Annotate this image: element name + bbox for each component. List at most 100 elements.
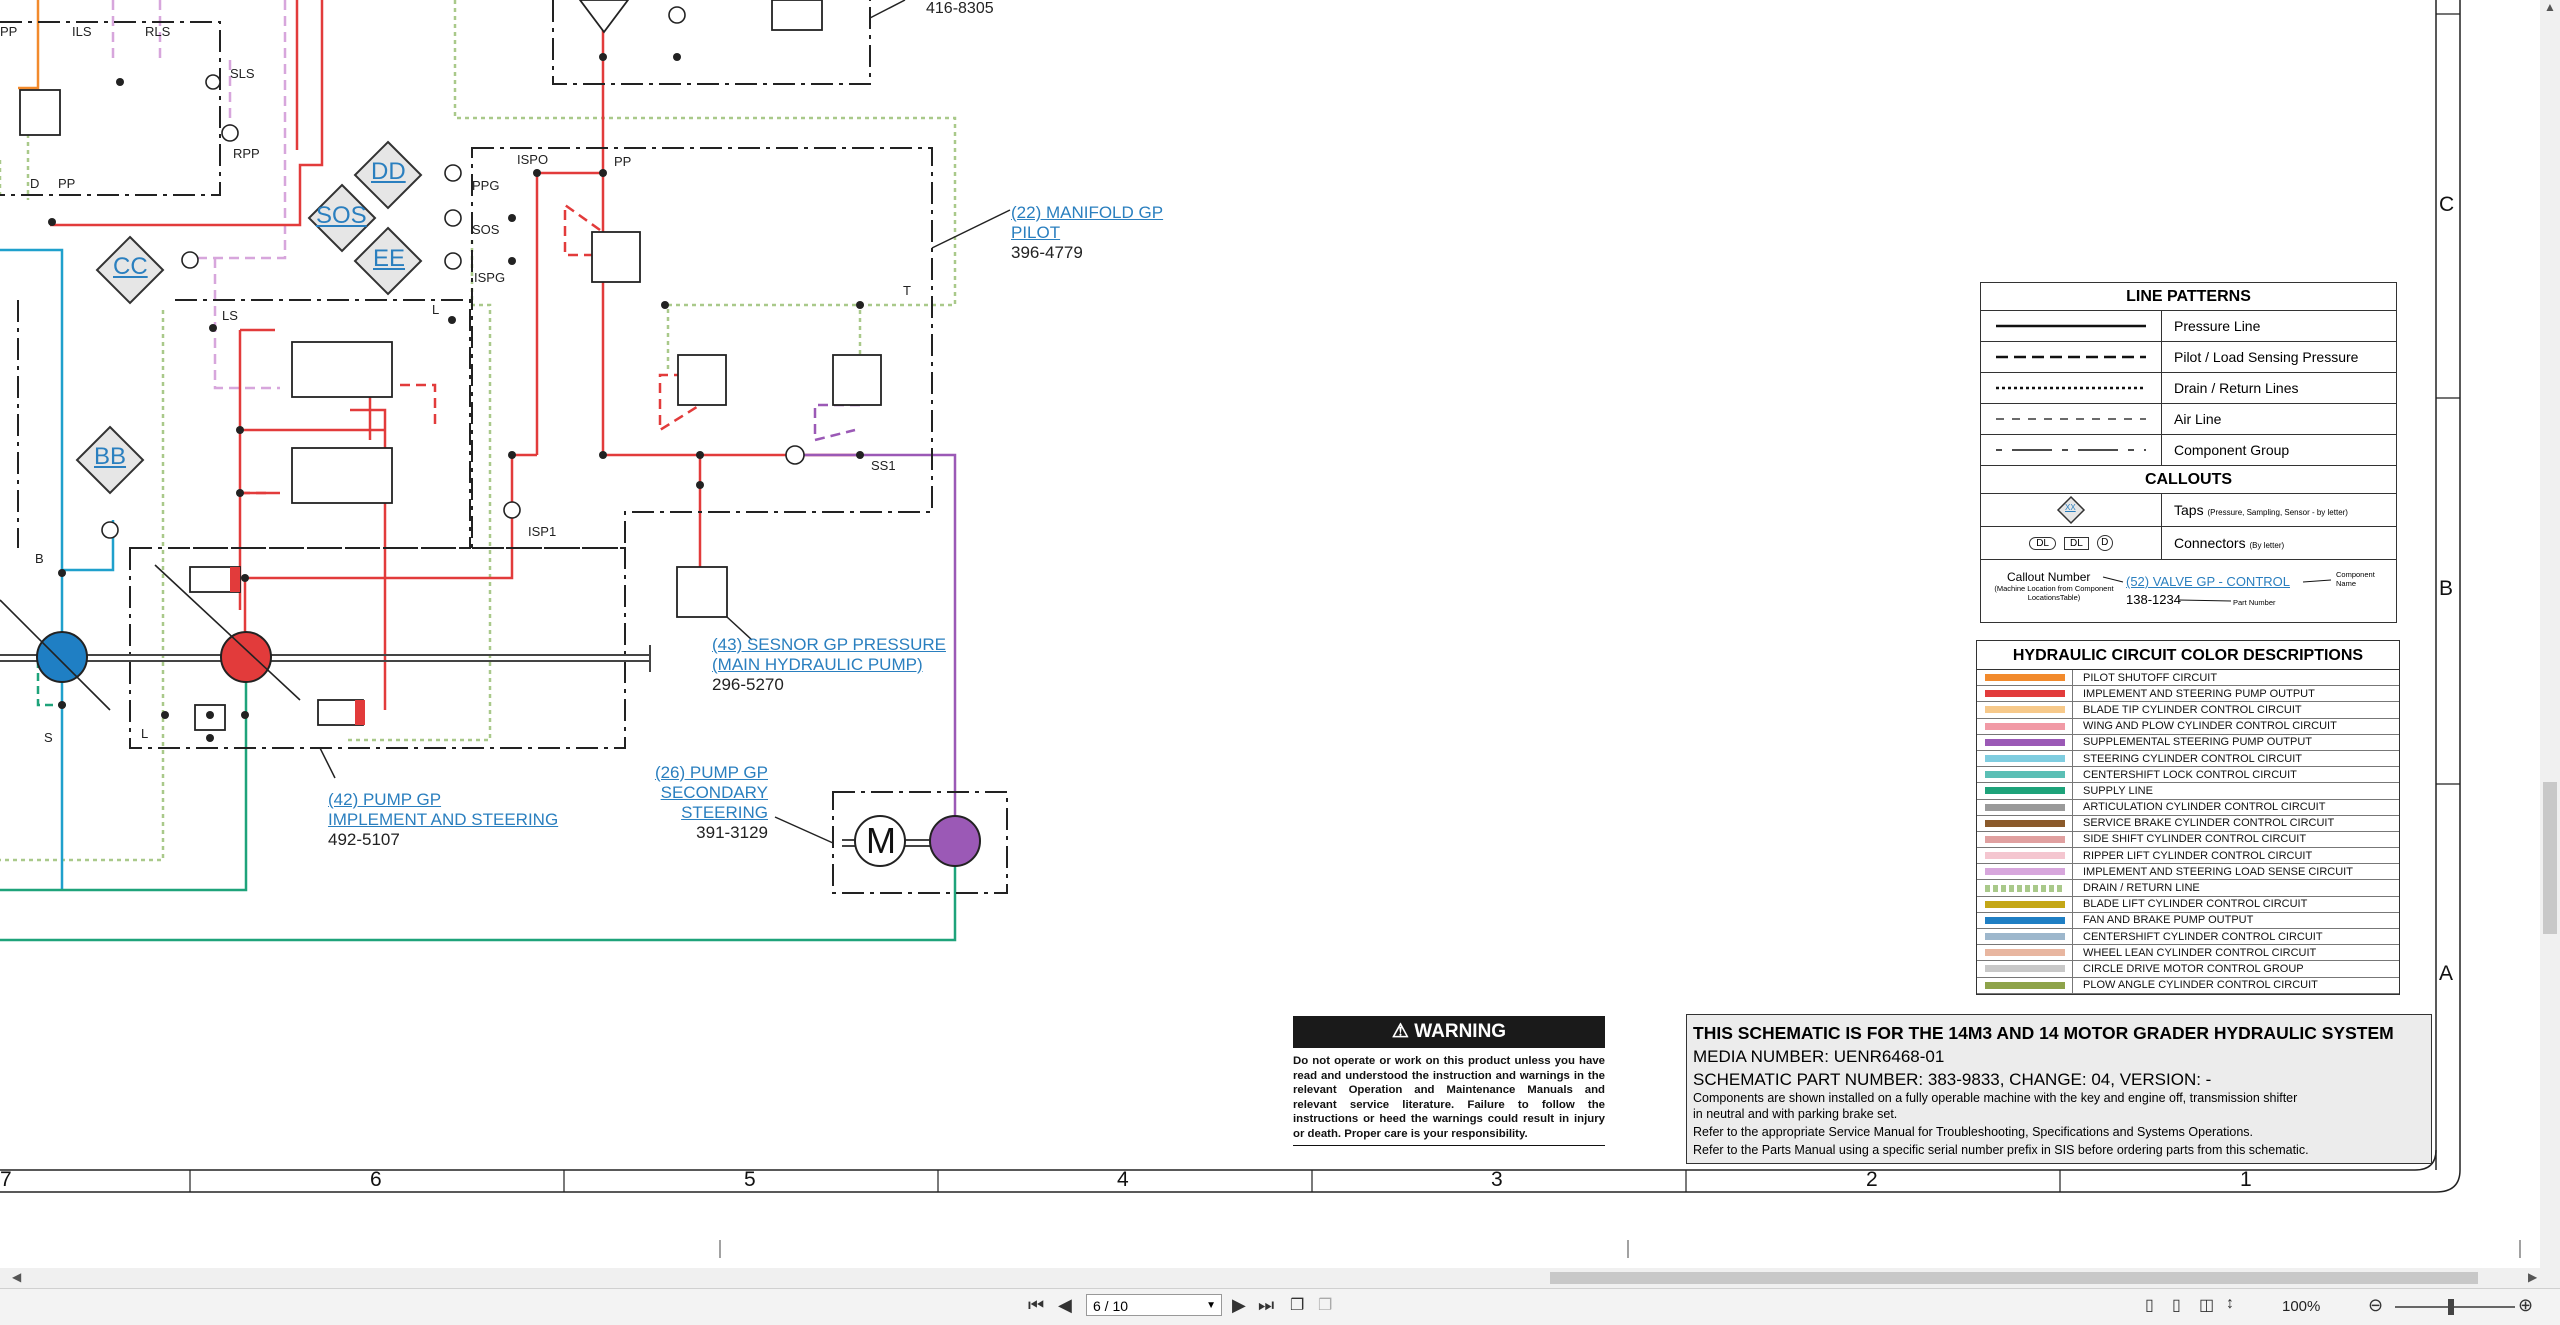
zone-column-3: 3	[1491, 1168, 1503, 1191]
legend-row-connectors: DL DL D Connectors (By letter)	[1981, 527, 2396, 560]
part-number: 296-5270	[712, 675, 784, 694]
color-row: IMPLEMENT AND STEERING PUMP OUTPUT	[1977, 686, 2399, 703]
horizontal-scroll-thumb[interactable]	[1550, 1272, 2478, 1284]
page-number-value: 6 / 10	[1093, 1298, 1129, 1314]
tap-ee[interactable]: EE	[373, 245, 406, 272]
color-row: BLADE TIP CYLINDER CONTROL CIRCUIT	[1977, 702, 2399, 719]
legend-row-taps: XX Taps (Pressure, Sampling, Sensor - by…	[1981, 494, 2396, 527]
info-note: Refer to the appropriate Service Manual …	[1693, 1125, 2254, 1139]
color-row: CIRCLE DRIVE MOTOR CONTROL GROUP	[1977, 961, 2399, 978]
continuous-view-icon[interactable]: ▯	[2172, 1297, 2181, 1314]
vertical-scroll-thumb[interactable]	[2543, 782, 2557, 934]
tap-cc[interactable]: CC	[113, 253, 148, 280]
color-swatch	[1984, 771, 2065, 779]
port-label: PP	[58, 176, 76, 191]
callout-link[interactable]: (22) MANIFOLD GP	[1011, 203, 1164, 222]
legend-label: Taps	[2174, 502, 2204, 518]
chevron-down-icon[interactable]: ▼	[1206, 1300, 1216, 1311]
color-description: WHEEL LEAN CYLINDER CONTROL CIRCUIT	[2083, 946, 2317, 959]
zone-row-b: B	[2439, 577, 2454, 600]
zoom-level: 100%	[2282, 1298, 2321, 1315]
legend-label: Drain / Return Lines	[2174, 380, 2299, 396]
zoom-slider[interactable]	[2395, 1306, 2515, 1308]
color-description: CENTERSHIFT LOCK CONTROL CIRCUIT	[2083, 768, 2297, 781]
copy-icon[interactable]: ❐	[1290, 1297, 1305, 1314]
zoom-in-icon[interactable]: ⊕	[2518, 1295, 2534, 1315]
legend-label: Component Group	[2174, 442, 2290, 458]
callout-link[interactable]: PILOT	[1011, 223, 1061, 242]
zoom-slider-handle[interactable]	[2448, 1299, 2454, 1315]
color-swatch	[1984, 738, 2065, 746]
callout-link[interactable]: (43) SESNOR GP PRESSURE	[712, 635, 946, 654]
color-swatch	[1984, 852, 2065, 860]
tap-diamond-icon	[2056, 495, 2086, 525]
callout-link[interactable]: IMPLEMENT AND STEERING	[328, 810, 559, 829]
previous-page-icon[interactable]: ◀	[1058, 1295, 1072, 1315]
last-page-icon[interactable]: ⏭	[1258, 1295, 1275, 1315]
color-swatch-cell	[1977, 896, 2073, 912]
port-label: SLS	[230, 66, 255, 81]
scroll-up-icon[interactable]: ▲	[2544, 0, 2556, 14]
color-swatch	[1984, 933, 2065, 941]
color-row: DRAIN / RETURN LINE	[1977, 880, 2399, 897]
info-note: in neutral and with parking brake set.	[1693, 1107, 1898, 1121]
part-number: 391-3129	[696, 823, 768, 842]
single-page-view-icon[interactable]: ▯	[2145, 1297, 2154, 1314]
viewer-toolbar: ⏮ ◀ 6 / 10 ▼ ▶ ⏭ ❐ ❐ ▯ ▯ ◫ ↕ 100% ⊖ ⊕	[0, 1288, 2560, 1325]
part-number-label: Part Number	[2233, 598, 2276, 607]
color-row: PILOT SHUTOFF CIRCUIT	[1977, 670, 2399, 687]
callout-link[interactable]: (42) PUMP GP	[328, 790, 442, 809]
scroll-right-icon[interactable]: ▶	[2528, 1270, 2538, 1284]
color-description: DRAIN / RETURN LINE	[2083, 882, 2200, 895]
example-callout-link[interactable]: (52) VALVE GP - CONTROL	[2126, 574, 2290, 589]
port-label: ISP1	[528, 524, 557, 539]
color-description: IMPLEMENT AND STEERING PUMP OUTPUT	[2083, 687, 2315, 700]
part-number: 492-5107	[328, 830, 400, 849]
color-swatch-cell	[1977, 702, 2073, 718]
port-label: RPP	[233, 146, 260, 161]
callout-pump-gp-implement: (42) PUMP GP IMPLEMENT AND STEERING 492-…	[328, 790, 558, 850]
two-page-view-icon[interactable]: ◫	[2199, 1297, 2215, 1314]
paste-icon[interactable]: ❐	[1318, 1297, 1333, 1314]
color-swatch	[1984, 835, 2065, 843]
legend-row: Pilot / Load Sensing Pressure	[1981, 342, 2396, 373]
color-row: ARTICULATION CYLINDER CONTROL CIRCUIT	[1977, 799, 2399, 816]
color-description: PILOT SHUTOFF CIRCUIT	[2083, 671, 2218, 684]
info-note: Refer to the Parts Manual using a specif…	[1693, 1143, 2309, 1157]
tap-sos[interactable]: SOS	[316, 202, 367, 229]
port-label: SS1	[871, 458, 896, 473]
part-number: 396-4779	[1011, 243, 1083, 262]
schematic-info-box: THIS SCHEMATIC IS FOR THE 14M3 AND 14 MO…	[1686, 1014, 2432, 1164]
horizontal-scrollbar[interactable]: ◀ ▶	[0, 1268, 2560, 1288]
color-description: SIDE SHIFT CYLINDER CONTROL CIRCUIT	[2083, 833, 2307, 846]
callout-link[interactable]: (MAIN HYDRAULIC PUMP)	[712, 655, 923, 674]
fit-width-icon[interactable]: ↕	[2226, 1295, 2234, 1312]
legend-title: HYDRAULIC CIRCUIT COLOR DESCRIPTIONS	[1977, 641, 2399, 670]
callout-link[interactable]: SECONDARY	[660, 783, 768, 802]
zone-row-c: C	[2439, 193, 2455, 216]
color-swatch	[1984, 706, 2065, 714]
color-swatch-cell	[1977, 799, 2073, 815]
callout-link[interactable]: STEERING	[681, 803, 768, 822]
tap-dd[interactable]: DD	[371, 158, 406, 185]
vertical-scrollbar[interactable]: ▲	[2540, 0, 2560, 1268]
port-label: RLS	[145, 24, 171, 39]
callout-sensor-gp-pressure: (43) SESNOR GP PRESSURE (MAIN HYDRAULIC …	[712, 635, 946, 695]
example-part-number: 138-1234	[2126, 592, 2181, 607]
next-page-icon[interactable]: ▶	[1232, 1295, 1246, 1315]
scroll-left-icon[interactable]: ◀	[12, 1270, 22, 1284]
zone-column-1: 1	[2240, 1168, 2252, 1191]
color-description: SERVICE BRAKE CYLINDER CONTROL CIRCUIT	[2083, 817, 2335, 830]
color-swatch-cell	[1977, 977, 2073, 993]
warning-text: Do not operate or work on this product u…	[1293, 1054, 1605, 1146]
callout-link[interactable]: (26) PUMP GP	[654, 763, 768, 782]
tap-symbol-text: XX	[2065, 503, 2076, 512]
color-swatch-cell	[1977, 815, 2073, 831]
color-swatch	[1984, 916, 2065, 924]
page-number-input[interactable]: 6 / 10 ▼	[1086, 1294, 1222, 1316]
color-description: ARTICULATION CYLINDER CONTROL CIRCUIT	[2083, 801, 2326, 814]
first-page-icon[interactable]: ⏮	[1028, 1295, 1045, 1315]
tap-bb[interactable]: BB	[94, 443, 127, 470]
zoom-out-icon[interactable]: ⊖	[2368, 1295, 2384, 1315]
legend-row: Air Line	[1981, 404, 2396, 435]
